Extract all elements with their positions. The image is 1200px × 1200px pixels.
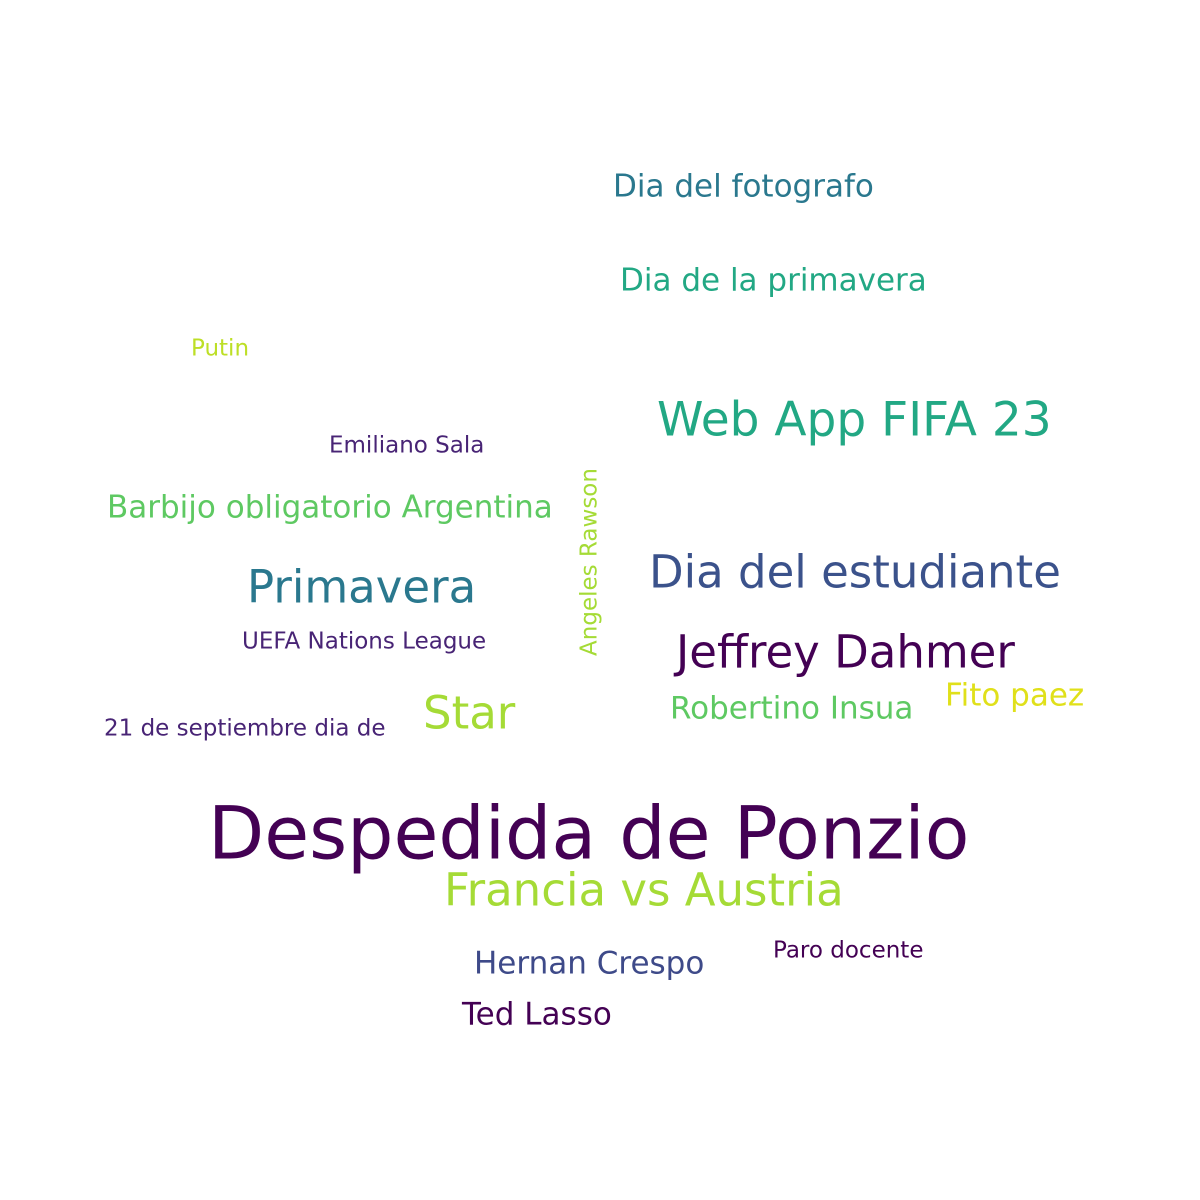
word-dia-de-la-primavera: Dia de la primavera: [620, 262, 927, 299]
word-uefa-nations-league: UEFA Nations League: [242, 628, 487, 655]
word-primavera: Primavera: [247, 560, 477, 614]
word-hernan-crespo: Hernan Crespo: [474, 945, 705, 982]
word-francia-vs-austria: Francia vs Austria: [444, 863, 844, 917]
word-emiliano-sala: Emiliano Sala: [329, 432, 485, 459]
word-dia-del-fotografo: Dia del fotografo: [613, 168, 874, 205]
word-ted-lasso: Ted Lasso: [462, 996, 612, 1033]
word-21-de-septiembre-dia-de: 21 de septiembre dia de: [104, 715, 386, 742]
word-despedida-de-ponzio: Despedida de Ponzio: [208, 791, 970, 877]
word-barbijo-obligatorio-argentina: Barbijo obligatorio Argentina: [107, 489, 553, 526]
word-paro-docente: Paro docente: [773, 937, 924, 964]
word-putin: Putin: [191, 335, 250, 362]
word-fito-paez: Fito paez: [945, 677, 1085, 714]
word-dia-del-estudiante: Dia del estudiante: [649, 545, 1061, 599]
word-robertino-insua: Robertino Insua: [670, 690, 914, 727]
word-jeffrey-dahmer: Jeffrey Dahmer: [676, 625, 1015, 679]
word-angeles-rawson: Angeles Rawson: [576, 468, 603, 656]
word-web-app-fifa-23: Web App FIFA 23: [657, 392, 1052, 448]
word-star: Star: [423, 686, 516, 740]
